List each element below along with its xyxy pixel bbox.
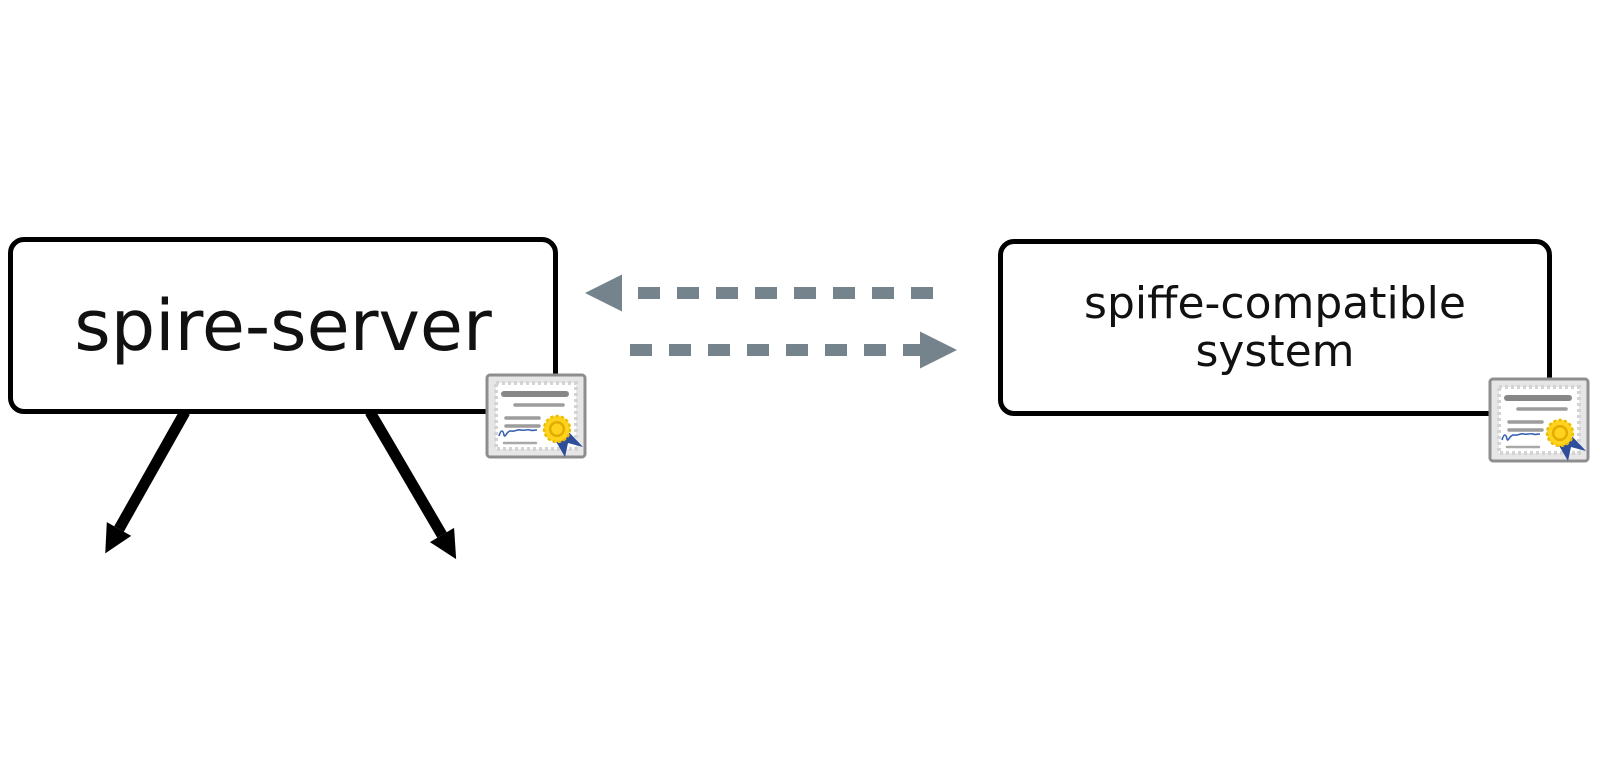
certificate-icon bbox=[485, 373, 587, 459]
solid-arrow-down-left bbox=[105, 409, 190, 554]
node-spiffe-compatible-system: spiffe-compatible system bbox=[998, 239, 1552, 416]
certificate-signature bbox=[1501, 432, 1541, 441]
node-spire-server: spire-server bbox=[8, 237, 558, 414]
certificate-text-lines bbox=[501, 391, 569, 445]
certificate-seal bbox=[542, 414, 572, 444]
label-line-1: spiffe-compatible bbox=[1084, 277, 1466, 329]
certificate-icon bbox=[1488, 377, 1590, 463]
solid-arrow-down-right bbox=[365, 409, 457, 560]
node-spire-server-label: spire-server bbox=[74, 284, 492, 367]
label-line-2: system bbox=[1195, 325, 1355, 377]
certificate-text-lines bbox=[1504, 395, 1572, 449]
certificate-signature bbox=[498, 428, 538, 437]
node-spiffe-compatible-system-label: spiffe-compatible system bbox=[1084, 277, 1466, 377]
certificate-seal bbox=[1545, 418, 1575, 448]
